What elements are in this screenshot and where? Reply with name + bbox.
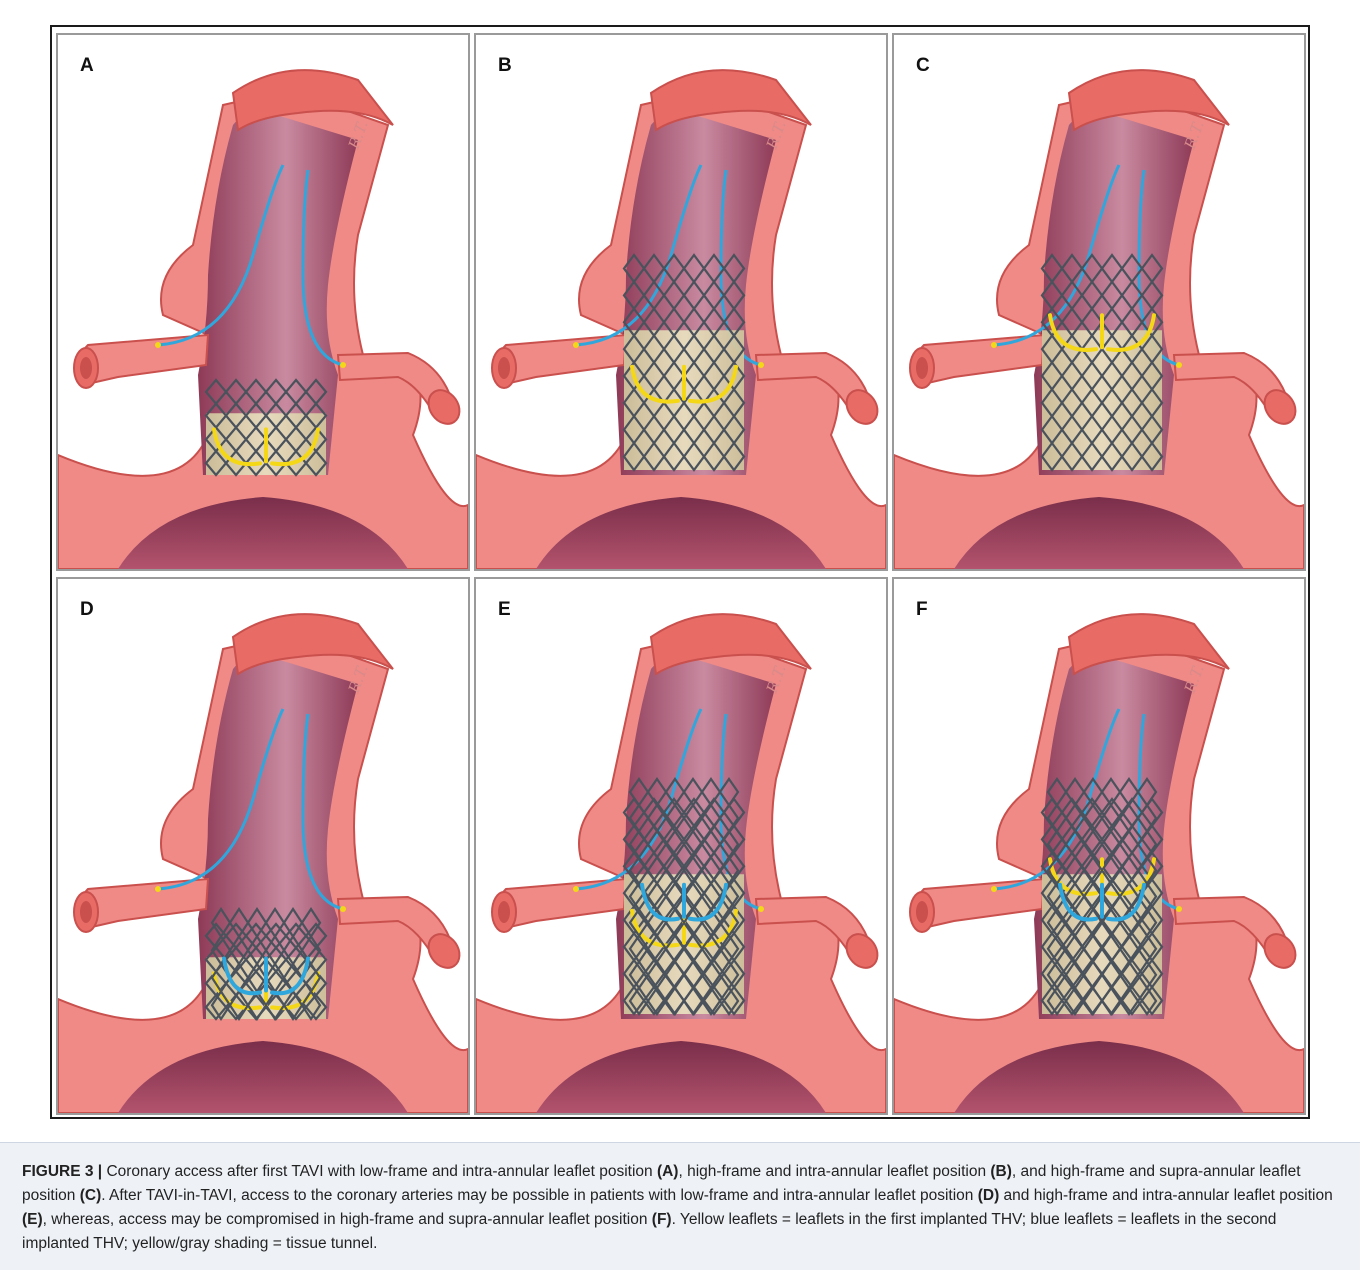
caption-ref-d: (D): [978, 1187, 1000, 1204]
panel-label-d: D: [80, 599, 94, 621]
catheter-wire-tip-left: [155, 342, 161, 348]
catheter-wire-tip-left: [573, 886, 579, 892]
aortic-root-illustration-e: R.T.: [476, 579, 886, 1113]
catheter-wire-tip-right: [1176, 906, 1182, 912]
catheter-wire-tip-right: [1176, 362, 1182, 368]
left-coronary-lumen: [916, 357, 928, 379]
catheter-wire-tip-right: [758, 906, 764, 912]
aortic-root-illustration-f: R.T.: [894, 579, 1304, 1113]
aortic-root-illustration-d: R.T.: [58, 579, 468, 1113]
catheter-wire-tip-left: [991, 342, 997, 348]
catheter-wire-tip-left: [155, 886, 161, 892]
catheter-wire-tip-left: [573, 342, 579, 348]
panel-c: R.T. C: [892, 33, 1306, 571]
catheter-wire-tip-right: [758, 362, 764, 368]
caption-figure-label: FIGURE 3 |: [22, 1163, 102, 1180]
panel-label-f: F: [916, 599, 928, 621]
panel-label-b: B: [498, 55, 512, 77]
panel-e: R.T. E: [474, 577, 888, 1115]
left-coronary-lumen: [498, 357, 510, 379]
caption-text-4: . After TAVI-in-TAVI, access to the coro…: [101, 1187, 977, 1204]
panel-label-c: C: [916, 55, 930, 77]
left-coronary-lumen: [80, 357, 92, 379]
left-coronary-lumen: [80, 901, 92, 923]
caption-text-1: Coronary access after first TAVI with lo…: [102, 1163, 657, 1180]
caption-ref-e: (E): [22, 1211, 43, 1228]
aortic-root-illustration-b: R.T.: [476, 35, 886, 569]
figure-frame: R.T. A R.T. B R.T. C R.T. D R.T. E R.T. …: [50, 25, 1310, 1119]
caption-ref-c: (C): [80, 1187, 102, 1204]
figure-caption: FIGURE 3 | Coronary access after first T…: [22, 1160, 1340, 1256]
catheter-wire-tip-right: [340, 906, 346, 912]
panel-f: R.T. F: [892, 577, 1306, 1115]
caption-ref-a: (A): [657, 1163, 679, 1180]
caption-ref-f: (F): [652, 1211, 672, 1228]
aortic-root-illustration-a: R.T.: [58, 35, 468, 569]
panel-b: R.T. B: [474, 33, 888, 571]
panel-label-a: A: [80, 55, 94, 77]
caption-text-6: , whereas, access may be compromised in …: [43, 1211, 652, 1228]
panel-d: R.T. D: [56, 577, 470, 1115]
catheter-wire-tip-right: [340, 362, 346, 368]
caption-text-2: , high-frame and intra-annular leaflet p…: [678, 1163, 990, 1180]
aortic-root-illustration-c: R.T.: [894, 35, 1304, 569]
left-coronary-lumen: [498, 901, 510, 923]
catheter-wire-tip-left: [991, 886, 997, 892]
panel-a: R.T. A: [56, 33, 470, 571]
panel-label-e: E: [498, 599, 511, 621]
caption-ref-b: (B): [990, 1163, 1012, 1180]
caption-text-5: and high-frame and intra-annular leaflet…: [999, 1187, 1332, 1204]
left-coronary-lumen: [916, 901, 928, 923]
